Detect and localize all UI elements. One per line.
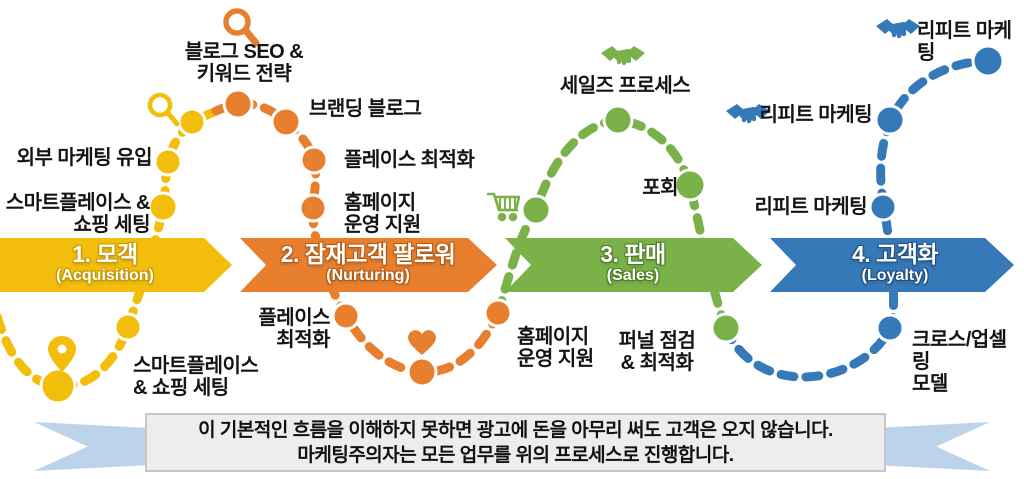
node-repeat-top (971, 44, 1005, 78)
node-yellow-top (177, 107, 207, 137)
stage-arrow-loyalty (770, 238, 1014, 292)
handshake-icon-blue-top (876, 19, 920, 39)
node-homepage-bottom (483, 298, 513, 328)
label-capture: 포회 (642, 177, 678, 199)
stage-label-loyalty: 4. 고객화 (Loyalty) (785, 241, 1005, 285)
banner-text: 이 기본적인 흐름을 이해하지 못하면 광고에 돈을 아무리 써도 고객은 오지… (198, 420, 833, 466)
node-branding-blog (270, 106, 302, 138)
node-repeat-bottom (868, 192, 898, 222)
node-external-inflow (153, 147, 183, 177)
node-sales-process (602, 104, 634, 136)
stage-band (0, 238, 1014, 292)
stage-subtitle: (Sales) (606, 267, 660, 284)
search-icon (147, 92, 180, 127)
stage-subtitle: (Loyalty) (861, 267, 929, 284)
label-smartplace-top: 스마트플레이스 & 쇼핑 세팅 (5, 192, 151, 236)
label-repeat-marketing-bottom: 리피트 마케팅 (754, 196, 868, 218)
node-repeat-mid (874, 104, 906, 136)
label-branding-blog: 브랜딩 블로그 (309, 98, 422, 120)
node-start (39, 367, 77, 405)
stage-label-acquisition: 1. 모객 (Acquisition) (5, 241, 205, 285)
node-place-opt-top (299, 145, 329, 175)
label-place-opt-top: 플레이스 최적화 (344, 149, 475, 171)
heart-icon (408, 330, 436, 355)
process-nodes (39, 44, 1005, 405)
stage-subtitle: (Nurturing) (326, 267, 410, 284)
stage-arrow-nurturing (240, 238, 497, 292)
label-sales-process: 세일즈 프로세스 (559, 75, 691, 97)
stage-title: 4. 고객화 (851, 241, 939, 267)
node-funnel-check (710, 312, 742, 344)
node-smartplace-bottom (113, 312, 143, 342)
search-icon-large (223, 8, 260, 47)
label-funnel-check: 퍼널 점검 & 최적화 (618, 330, 696, 374)
stage-label-nurturing: 2. 잠재고객 팔로워 (Nurturing) (258, 241, 478, 285)
label-place-opt-bottom: 플레이스 최적화 (258, 307, 330, 351)
stage-arrow-acquisition (0, 238, 232, 292)
label-blog-seo: 블로그 SEO & 키워드 전략 (184, 41, 304, 85)
node-cross-upsell (875, 313, 905, 343)
label-homepage-bottom: 홈페이지 운영 지원 (517, 326, 594, 370)
node-homepage-top (298, 193, 328, 223)
label-homepage-top: 홈페이지 운영 지원 (344, 192, 421, 236)
label-repeat-marketing-top: 리피트 마케팅 (917, 20, 1012, 64)
label-smartplace-bottom: 스마트플레이스 & 쇼핑 세팅 (133, 355, 259, 399)
label-repeat-marketing-mid: 리피트 마케팅 (759, 104, 873, 126)
stage-title: 2. 잠재고객 팔로워 (280, 241, 456, 267)
stage-subtitle: (Acquisition) (56, 267, 154, 284)
cart-icon (486, 192, 521, 222)
location-pin-icon (48, 336, 76, 372)
label-cross-upsell: 크로스/업셀링 모델 (912, 329, 1007, 395)
node-smartplace-top (147, 191, 179, 223)
banner-box (145, 413, 886, 472)
handshake-icon-blue-mid (726, 104, 770, 124)
label-external-inflow: 외부 마케팅 유입 (16, 147, 153, 169)
node-place-opt-bottom (331, 301, 361, 331)
stage-label-sales: 3. 판매 (Sales) (523, 241, 743, 285)
node-cart (520, 194, 552, 226)
stage-title: 3. 판매 (600, 241, 666, 267)
handshake-icon-green (601, 46, 645, 66)
node-blog-seo (222, 88, 254, 120)
stage-arrow-sales (505, 238, 762, 292)
node-capture (673, 168, 707, 202)
stage-title: 1. 모객 (72, 241, 138, 267)
node-heart (406, 356, 438, 388)
